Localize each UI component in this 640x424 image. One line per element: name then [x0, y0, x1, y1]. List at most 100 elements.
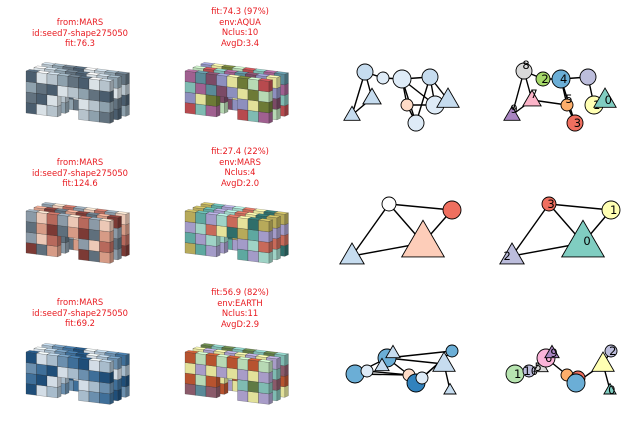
cluster-node	[591, 351, 615, 372]
cluster-label: 1	[610, 203, 617, 217]
voxel-face	[99, 371, 111, 384]
graph-node	[400, 219, 446, 258]
cluster-label: 2	[541, 72, 548, 86]
voxel-face	[99, 251, 111, 264]
voxel-side	[125, 222, 130, 236]
cluster-label: 0	[605, 93, 612, 107]
voxel-face	[46, 234, 58, 247]
voxel-face	[205, 104, 217, 118]
voxel-side	[125, 363, 130, 377]
voxel-face	[88, 78, 100, 91]
cluster-node	[544, 344, 560, 359]
graph-node	[381, 196, 397, 212]
voxel-side	[284, 243, 289, 257]
voxel-side	[284, 233, 289, 247]
row2-right-shape	[184, 202, 290, 264]
row1-left-shape	[25, 62, 131, 124]
voxel-side	[216, 244, 221, 258]
voxel-side	[268, 230, 273, 243]
row3-left-source: from:MARS	[56, 297, 104, 307]
row3-right-caption: fit:56.9 (82%) env:EARTH Nclus:11 AvgD:2…	[175, 287, 305, 329]
voxel-face	[226, 226, 238, 239]
voxel-face	[205, 364, 217, 378]
cluster-label: 7	[530, 87, 537, 101]
voxel-face	[195, 212, 207, 225]
voxel-face	[99, 230, 111, 243]
voxel-face	[258, 100, 270, 114]
voxel-face	[25, 102, 37, 115]
voxel-face	[78, 108, 90, 121]
voxel-face	[88, 391, 100, 404]
voxel-face	[195, 103, 207, 116]
voxel-face	[258, 381, 270, 395]
voxel-face	[205, 354, 217, 367]
voxel-face	[195, 222, 207, 235]
voxel-side	[117, 97, 122, 110]
voxel-face	[46, 385, 58, 399]
voxel-side	[268, 219, 273, 233]
voxel-face	[195, 233, 207, 246]
graph-node	[436, 87, 460, 108]
voxel-face	[25, 70, 37, 83]
voxel-side	[284, 374, 289, 388]
voxel-face	[226, 357, 238, 370]
voxel-face	[184, 81, 196, 94]
voxel-face	[237, 87, 249, 100]
voxel-side	[284, 93, 289, 107]
voxel-side	[109, 392, 114, 405]
voxel-side	[268, 90, 273, 103]
voxel-side	[57, 244, 62, 258]
voxel-face	[226, 86, 238, 99]
cluster-node	[601, 200, 621, 220]
voxel-side	[117, 107, 122, 121]
cluster-label: 1	[514, 367, 521, 381]
voxel-face	[67, 367, 79, 380]
voxel-face	[36, 363, 48, 376]
voxel-side	[117, 76, 122, 89]
voxel-face	[247, 239, 259, 252]
voxel-face	[36, 93, 48, 106]
graph-edge	[388, 203, 453, 211]
voxel-face	[46, 213, 58, 226]
voxel-side	[284, 82, 289, 96]
voxel-face	[25, 383, 37, 396]
voxel-face	[237, 248, 249, 261]
voxel-face	[57, 366, 69, 379]
voxel-face	[195, 374, 207, 387]
cluster-label: 8	[522, 58, 529, 72]
voxel-face	[237, 77, 249, 90]
row2-right-fit: fit:27.4 (22%)	[211, 146, 269, 156]
voxel-side	[57, 104, 62, 118]
voxel-face	[216, 225, 228, 238]
voxel-face	[247, 218, 259, 231]
voxel-face	[184, 383, 196, 396]
voxel-face	[184, 70, 196, 83]
voxel-side	[125, 384, 130, 398]
voxel-side	[284, 103, 289, 117]
row2-right-env: env:MARS	[219, 156, 261, 167]
cluster-node	[593, 87, 617, 108]
graph-node	[362, 87, 382, 105]
voxel-face	[184, 102, 196, 115]
voxel-face	[216, 74, 228, 87]
voxel-face	[88, 370, 100, 383]
voxel-side	[284, 222, 289, 236]
voxel-face	[88, 110, 100, 123]
voxel-face	[216, 214, 228, 227]
voxel-face	[247, 250, 259, 263]
voxel-face	[237, 108, 249, 121]
voxel-face	[46, 104, 58, 118]
voxel-face	[88, 99, 100, 112]
voxel-face	[205, 83, 217, 97]
voxel-face	[258, 230, 270, 243]
voxel-face	[78, 98, 90, 111]
voxel-side	[117, 247, 122, 261]
cluster-node	[499, 242, 525, 265]
voxel-side	[268, 111, 273, 124]
voxel-face	[78, 238, 90, 251]
voxel-side	[284, 353, 289, 367]
voxel-side	[109, 100, 114, 114]
graph-node	[407, 114, 425, 132]
row1-left-fit: fit:76.3	[64, 38, 96, 49]
